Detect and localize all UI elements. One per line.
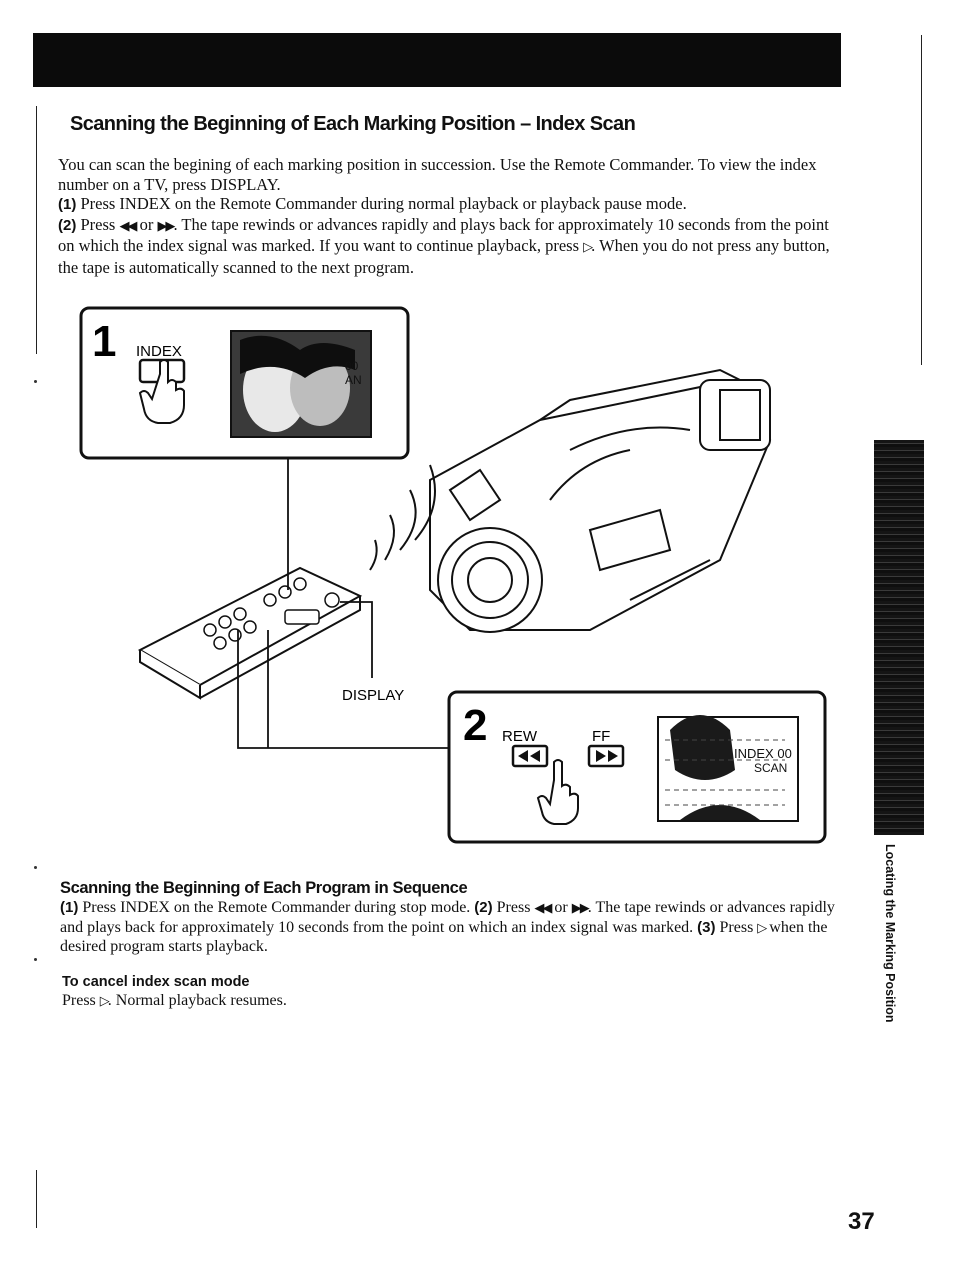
margin-dot [34,380,37,383]
step-text: or [550,899,572,916]
fast-forward-icon: ▶▶ [157,218,175,234]
ff-label: FF [592,728,610,745]
index-label: INDEX [136,343,182,360]
step-text: Press INDEX on the Remote Commander duri… [76,194,687,213]
screen-1-text: AN [345,373,362,387]
step-text: . The tape rewinds or advances rapidly a… [60,899,835,936]
step-text: . When you do not press any button, the … [58,236,830,277]
step-number: (2) [474,899,493,916]
play-icon: ▷ [583,240,593,255]
header-bar [33,33,841,87]
margin-dot [34,866,37,869]
step-text: or [135,214,158,234]
screen-1: 00 AN [230,330,372,438]
remote-commander-drawing [137,566,363,700]
intro-line: You can scan the begining of each markin… [58,155,817,194]
subsection-text: Press ▷. Normal playback resumes. [62,992,287,1010]
step-number: (1) [58,196,77,213]
margin-rule [921,35,922,365]
margin-rule [36,1170,37,1228]
step-text: when the desired program starts playback… [60,918,828,956]
rew-label: REW [502,728,538,745]
margin-dot [34,958,37,961]
step-text: Press [76,214,120,234]
camcorder-drawing [429,368,772,633]
ff-button-icon [587,744,625,768]
step-text: Press [62,992,100,1009]
step-text: . The tape rewinds or advances rapidly a… [58,214,829,256]
step-2-panel: 2 REW FF INDEX 00 SCAN [447,690,827,844]
fast-forward-icon: ▶▶ [571,901,590,916]
rewind-icon: ◀◀ [534,901,552,916]
display-label: DISPLAY [342,687,404,704]
step-number: (2) [58,216,77,234]
section-body: (1) Press INDEX on the Remote Commander … [60,899,850,957]
screen-2-text: SCAN [754,761,787,775]
hand-pointer-icon [536,759,579,825]
index-button-icon [138,358,186,424]
screen-2: INDEX 00 SCAN [657,715,799,822]
intro-text: You can scan the begining of each markin… [58,155,848,277]
rew-button-icon [511,744,549,768]
infrared-signal-icon [369,464,436,571]
index-scan-illustration: 1 INDEX 00 AN [79,306,827,844]
step-1-number: 1 [92,317,116,366]
play-icon: ▷ [757,920,767,936]
step-number: (1) [60,899,79,916]
screen-1-text: 00 [345,359,359,373]
page-number: 37 [848,1208,875,1235]
step-number: (3) [697,918,716,936]
play-icon: ▷ [99,994,110,1009]
step-text: Press INDEX on the Remote Commander duri… [78,899,475,916]
step-text: Press [715,918,758,936]
step-2-number: 2 [463,701,487,750]
step-text: . Normal playback resumes. [107,992,287,1009]
margin-rule [36,106,37,354]
section-tab [874,440,924,835]
screen-2-text: INDEX 00 [734,746,792,761]
rewind-icon: ◀◀ [119,218,137,234]
page-title: Scanning the Beginning of Each Marking P… [70,113,636,135]
step-1-panel: 1 INDEX 00 AN [79,306,410,460]
leader-lines [237,458,448,749]
step-1: (1) Press INDEX on the Remote Commander … [58,194,848,215]
step-text: Press [492,899,535,916]
section-heading: Scanning the Beginning of Each Program i… [60,879,468,897]
subsection-heading: To cancel index scan mode [62,974,250,990]
step-2: (2) Press ◀◀ or ▶▶. The tape rewinds or … [58,215,848,278]
section-tab-label: Locating the Marking Position [883,844,897,1023]
